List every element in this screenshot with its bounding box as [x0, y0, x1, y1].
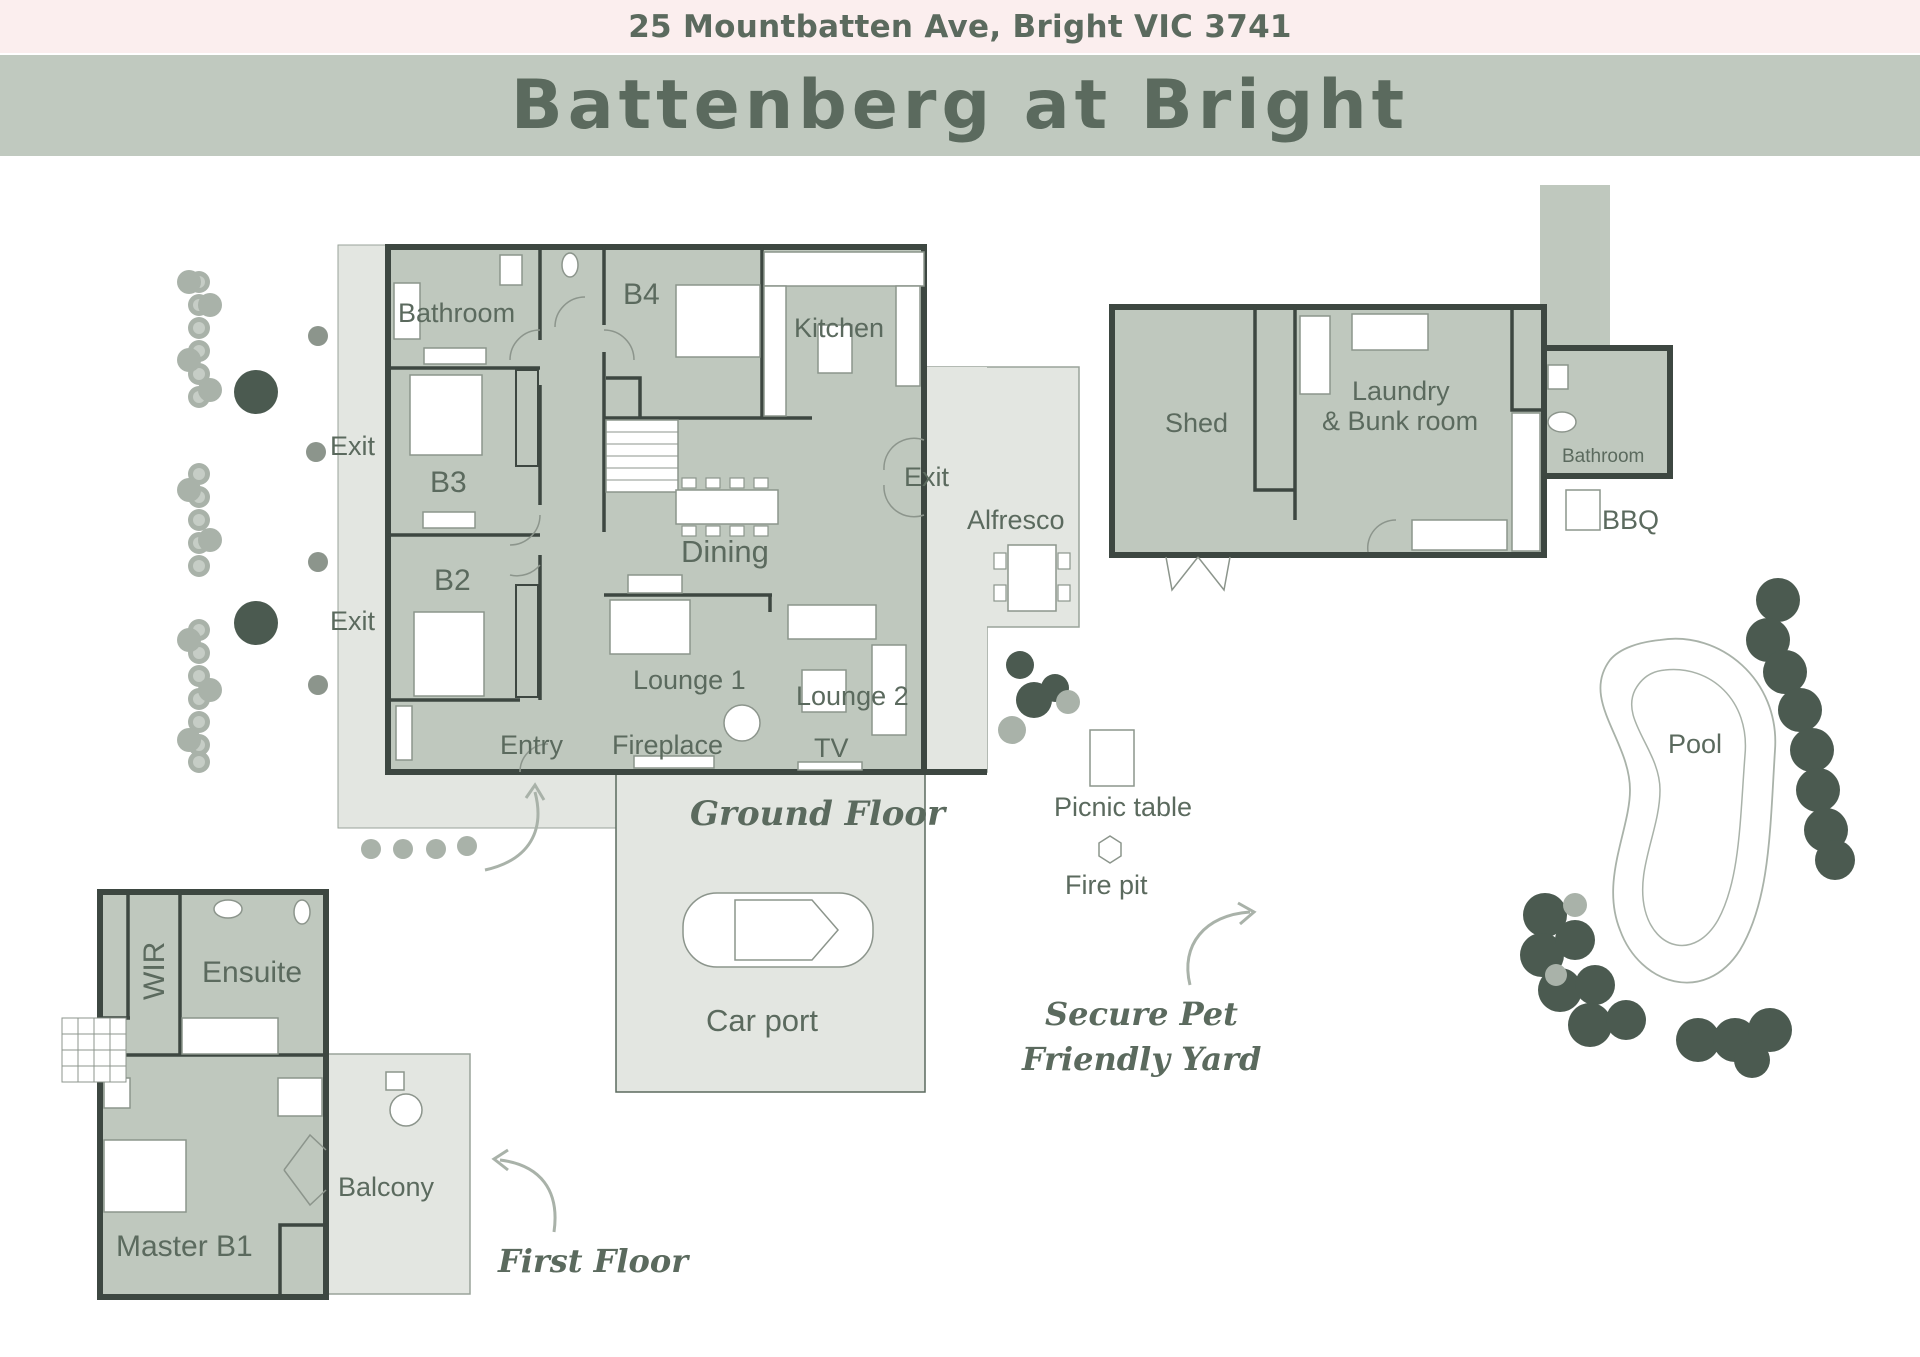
property-title: Battenberg at Bright — [510, 66, 1410, 145]
room-label-dining: Dining — [681, 534, 769, 569]
yard-caption-line1: Secure Pet — [1045, 995, 1238, 1033]
area-label-alfresco: Alfresco — [967, 505, 1065, 535]
outbuilding: Shed Laundry & Bunk room Bathroom BBQ — [1109, 185, 1673, 592]
exit-label-east: Exit — [904, 462, 950, 492]
tree-icon-left-1 — [234, 370, 278, 414]
room-label-lounge1: Lounge 1 — [633, 665, 746, 695]
room-label-wir: WIR — [138, 942, 171, 1000]
first-floor-arrow-icon — [499, 1158, 557, 1233]
car-icon — [682, 892, 874, 968]
first-floor-caption: First Floor — [497, 1242, 690, 1280]
room-label-b2: B2 — [434, 564, 471, 597]
exit-label-top: Exit — [330, 431, 376, 461]
exit-label-bottom: Exit — [330, 606, 376, 636]
area-label-fire-pit: Fire pit — [1065, 870, 1148, 900]
room-label-bathroom: Bathroom — [398, 298, 515, 328]
yard: Picnic table Fire pit Pool Secure Pet Fr… — [1021, 578, 1855, 1078]
first-floor: WIR Ensuite Balcony Master B1 First Floo… — [61, 889, 690, 1300]
room-label-master-b1: Master B1 — [116, 1230, 253, 1263]
area-label-bbq: BBQ — [1602, 505, 1659, 535]
room-label-entry: Entry — [500, 730, 564, 760]
first-floor-stairs — [61, 1017, 127, 1083]
room-label-fireplace: Fireplace — [612, 730, 723, 760]
ground-floor-caption: Ground Floor — [690, 794, 947, 834]
room-label-shed: Shed — [1165, 408, 1228, 438]
balcony-area — [325, 1053, 471, 1295]
yard-caption-line2: Friendly Yard — [1021, 1040, 1261, 1078]
tree-icon-left-2 — [234, 601, 278, 645]
room-label-laundry: Laundry — [1352, 376, 1450, 406]
side-strip — [1540, 185, 1610, 345]
area-label-picnic-table: Picnic table — [1054, 792, 1192, 822]
area-label-car-port: Car port — [706, 1003, 818, 1038]
ground-floor: Bathroom B4 Kitchen B3 B2 Dining Lounge … — [330, 244, 1080, 1093]
room-label-tv: TV — [814, 733, 849, 763]
title-bar: Battenberg at Bright — [0, 55, 1920, 156]
room-label-bunk-room: & Bunk room — [1322, 406, 1478, 436]
room-label-b4: B4 — [623, 278, 660, 311]
yard-arrow-icon — [1186, 910, 1251, 986]
property-address: 25 Mountbatten Ave, Bright VIC 3741 — [628, 8, 1292, 45]
left-hedge — [177, 270, 1080, 859]
entry-arrow-icon — [484, 791, 540, 872]
pool-icon — [1599, 637, 1777, 984]
room-label-lounge2: Lounge 2 — [796, 681, 909, 711]
picnic-table-icon — [1089, 729, 1135, 787]
room-label-kitchen: Kitchen — [794, 313, 884, 343]
area-label-balcony: Balcony — [338, 1172, 435, 1202]
fire-pit-icon — [1098, 835, 1122, 864]
room-label-b3: B3 — [430, 466, 467, 499]
area-label-pool: Pool — [1668, 729, 1722, 759]
room-label-ensuite: Ensuite — [202, 956, 302, 989]
room-label-outbuilding-bathroom: Bathroom — [1562, 446, 1644, 467]
address-bar: 25 Mountbatten Ave, Bright VIC 3741 — [0, 0, 1920, 53]
